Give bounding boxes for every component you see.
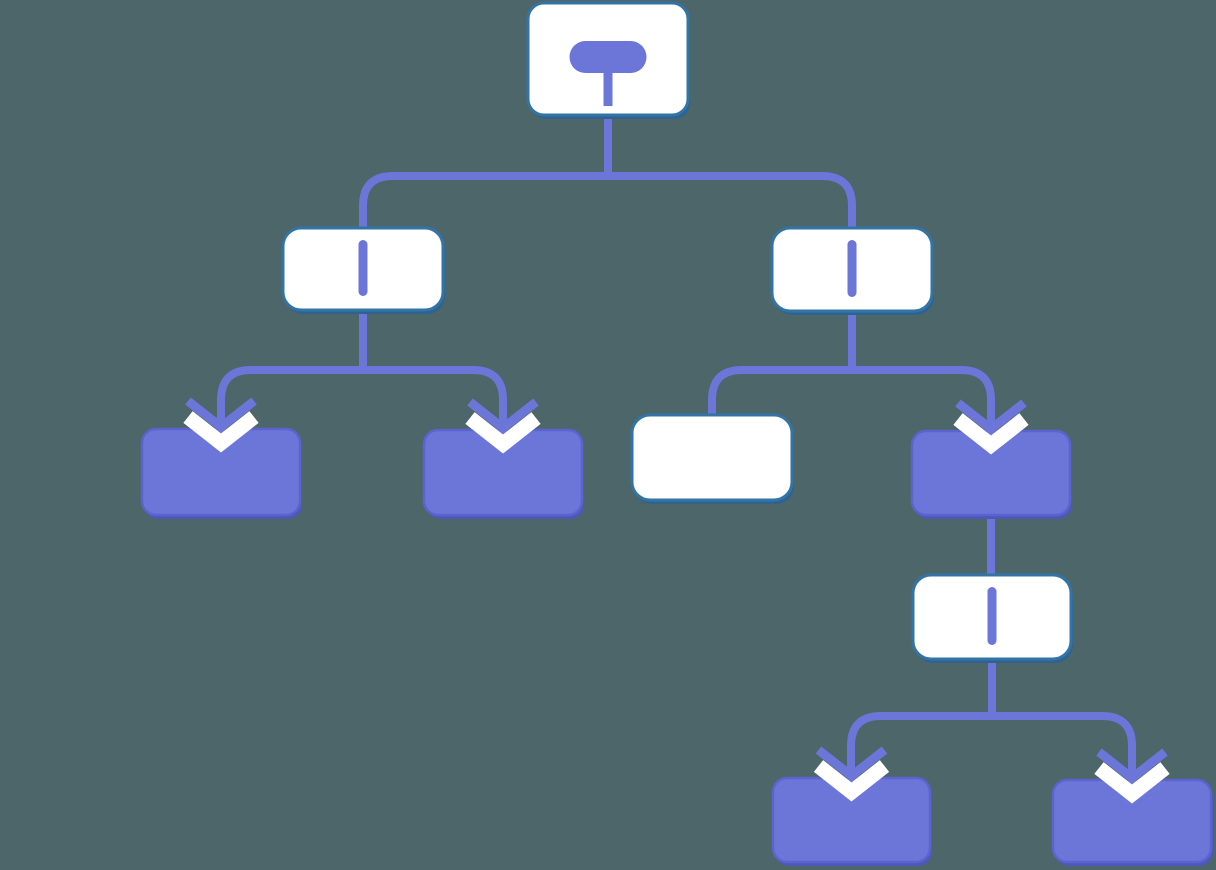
- double-chevron-down-icon: [953, 399, 1029, 455]
- double-chevron-down-icon: [1094, 748, 1170, 804]
- node-leaf-bottom-2[interactable]: [1051, 748, 1213, 866]
- double-chevron-down-icon: [813, 746, 890, 802]
- chevron-outline: [813, 760, 890, 802]
- connector-edge-tee-bottom: [847, 712, 1136, 778]
- chevron-outline: [953, 413, 1029, 455]
- node-branch-right-sub[interactable]: [911, 573, 1073, 663]
- node-root[interactable]: [526, 1, 690, 119]
- chevron-outline: [465, 412, 541, 454]
- double-chevron-down-icon: [465, 398, 541, 454]
- node-leaf-bottom-1[interactable]: [771, 746, 932, 866]
- root-pill-icon: [569, 41, 647, 106]
- chevron-arrow: [815, 746, 888, 782]
- vertical-line-icon: [847, 240, 857, 297]
- vertical-line-icon: [987, 587, 997, 645]
- node-body[interactable]: [630, 413, 794, 502]
- chevron-arrow: [1096, 748, 1168, 784]
- connector-edge-tee-left: [217, 366, 507, 428]
- connector-edge-tee-top: [359, 172, 856, 232]
- chevron-outline: [183, 411, 259, 453]
- vertical-line-icon: [358, 240, 368, 296]
- node-branch-left[interactable]: [281, 226, 445, 314]
- node-leaf-left-1[interactable]: [140, 397, 302, 519]
- pill-shape: [569, 41, 647, 73]
- chevron-outline: [1094, 762, 1170, 804]
- chevron-arrow: [185, 397, 257, 433]
- pill-stem: [603, 70, 613, 106]
- chevron-arrow: [467, 398, 539, 434]
- node-child-right-empty[interactable]: [630, 413, 794, 504]
- chevron-arrow: [955, 399, 1027, 435]
- node-node-right-target[interactable]: [910, 399, 1072, 519]
- double-chevron-down-icon: [183, 397, 259, 453]
- node-leaf-left-2[interactable]: [422, 398, 584, 519]
- node-branch-right[interactable]: [770, 226, 934, 315]
- connector-edge-tee-right: [708, 366, 995, 429]
